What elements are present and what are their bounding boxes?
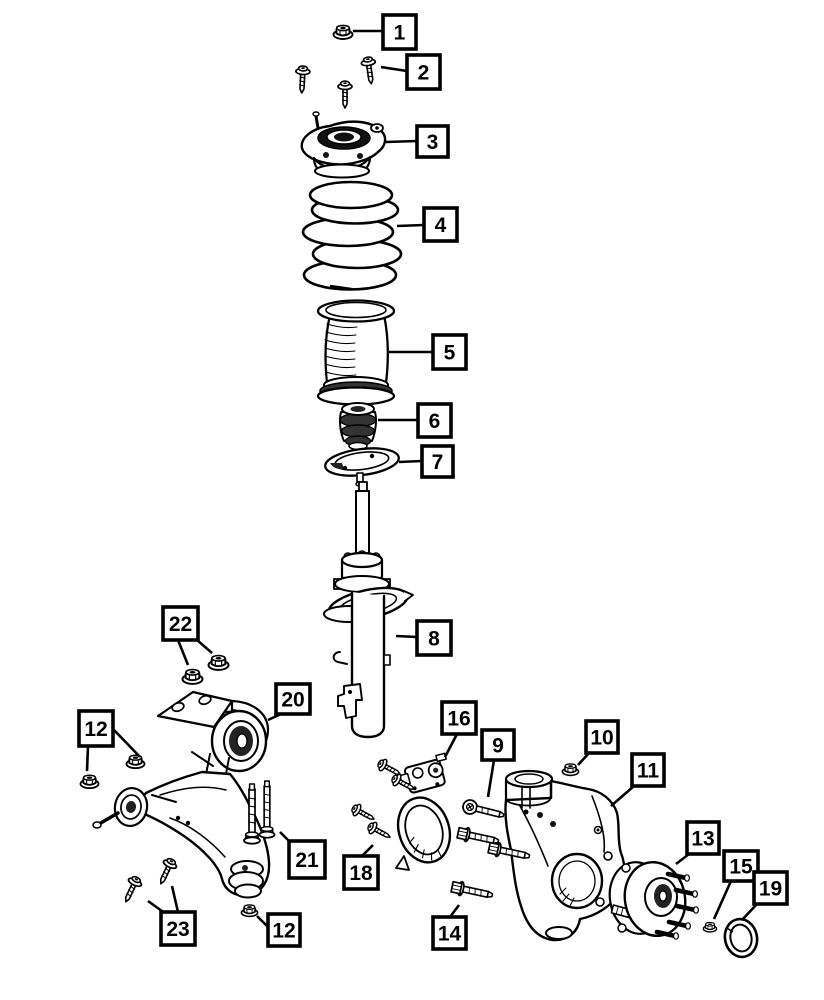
callout-12-bottom-label: 12 xyxy=(272,920,295,943)
arm-nuts-left-art xyxy=(79,754,146,790)
callout-11[interactable]: 11 xyxy=(630,752,666,788)
callout-3[interactable]: 3 xyxy=(415,124,450,159)
callout-18[interactable]: 18 xyxy=(342,854,380,891)
hub-nut-art xyxy=(702,921,718,933)
callout-6[interactable]: 6 xyxy=(416,402,453,439)
callout-18-label: 18 xyxy=(349,862,373,885)
callout-7-label: 7 xyxy=(432,451,444,474)
strut-mount-art xyxy=(300,111,387,179)
callout-19[interactable]: 19 xyxy=(752,870,789,906)
arm-screws-art xyxy=(118,855,180,906)
callout-13[interactable]: 13 xyxy=(685,820,721,856)
parts-artwork xyxy=(79,24,759,959)
callout-23[interactable]: 23 xyxy=(159,910,197,947)
callout-6-label: 6 xyxy=(429,410,441,433)
knuckle-art xyxy=(504,769,626,942)
control-arm-art xyxy=(92,753,271,899)
callout-12-left-label: 12 xyxy=(84,718,107,741)
callout-10-label: 10 xyxy=(590,727,613,750)
callout-16-label: 16 xyxy=(447,708,470,731)
leader-lines xyxy=(85,29,758,928)
callout-19-label: 19 xyxy=(759,878,782,901)
callout-12-left[interactable]: 12 xyxy=(77,709,115,748)
callout-4[interactable]: 4 xyxy=(422,206,459,243)
callout-5[interactable]: 5 xyxy=(431,333,468,371)
callout-22[interactable]: 22 xyxy=(161,605,200,642)
callout-20-label: 20 xyxy=(281,689,304,712)
bushing-bracket-art xyxy=(156,690,270,773)
hub-bearing-art xyxy=(608,860,699,940)
spring-seat-art xyxy=(324,447,400,487)
cradle-nuts-art xyxy=(181,654,230,685)
callout-13-label: 13 xyxy=(691,828,714,851)
callout-8[interactable]: 8 xyxy=(415,619,453,657)
callout-2-label: 2 xyxy=(418,62,430,85)
callout-23-label: 23 xyxy=(166,918,189,941)
callout-20[interactable]: 20 xyxy=(274,682,312,716)
callout-4-label: 4 xyxy=(435,214,447,237)
callout-14[interactable]: 14 xyxy=(431,915,468,951)
callout-7[interactable]: 7 xyxy=(420,444,455,479)
callout-1[interactable]: 1 xyxy=(381,13,418,51)
callout-21[interactable]: 21 xyxy=(287,839,327,880)
callout-11-label: 11 xyxy=(637,760,660,783)
knuckle-nut-art xyxy=(561,763,580,777)
callout-9-label: 9 xyxy=(492,735,504,758)
callout-22-label: 22 xyxy=(169,613,192,636)
strut-art xyxy=(323,481,414,739)
strut-nut-art xyxy=(332,24,354,40)
callout-5-label: 5 xyxy=(444,342,456,365)
callout-16[interactable]: 16 xyxy=(440,700,478,736)
callout-12-bottom[interactable]: 12 xyxy=(266,912,302,948)
callout-2[interactable]: 2 xyxy=(405,53,442,91)
callout-21-label: 21 xyxy=(295,849,319,872)
callout-3-label: 3 xyxy=(427,131,439,154)
callout-1-label: 1 xyxy=(394,22,406,45)
mount-screws-art xyxy=(293,55,380,109)
callout-9[interactable]: 9 xyxy=(480,728,516,762)
seal-art xyxy=(723,917,759,959)
shield-art xyxy=(395,752,452,871)
jounce-bumper-art xyxy=(339,402,377,451)
coil-spring-art xyxy=(301,180,403,291)
balljoint-nut-art xyxy=(240,904,259,918)
callout-10[interactable]: 10 xyxy=(584,719,620,755)
callout-14-label: 14 xyxy=(438,923,462,946)
dust-boot-art xyxy=(316,299,396,406)
arm-bolts-art xyxy=(243,780,276,845)
callout-15-label: 15 xyxy=(729,856,753,879)
callout-8-label: 8 xyxy=(428,628,440,651)
